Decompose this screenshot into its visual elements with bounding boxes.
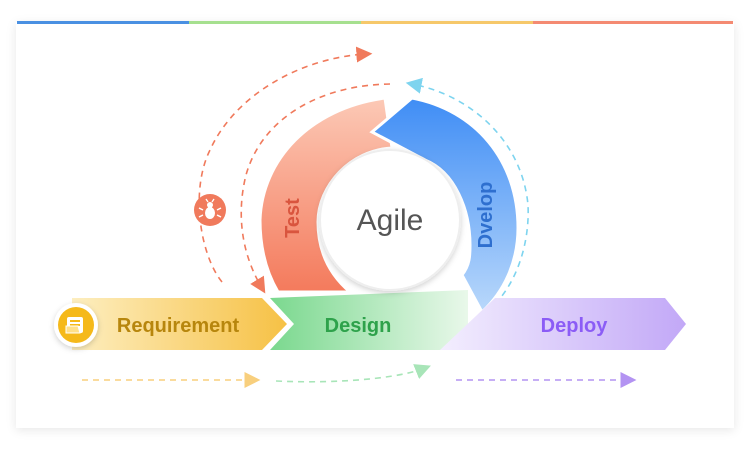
test-feedback-inner-arrow: [240, 83, 391, 294]
test-label: Test: [282, 198, 304, 238]
agile-center-circle: [319, 149, 461, 291]
deploy-arrow: [440, 298, 686, 350]
design-label: Design: [325, 315, 392, 337]
design-arrow: [270, 290, 468, 350]
dvelop-label: Dvelop: [475, 182, 497, 249]
develop-feedback-arrow: [405, 77, 529, 319]
agile-label: Agile: [357, 204, 424, 237]
folder-document-icon: [54, 303, 98, 347]
title-bar-segment-red: [533, 21, 733, 24]
requirement-arrow: [72, 298, 287, 350]
title-bar-segment-blue: [17, 21, 189, 24]
design-flow-arrow: [275, 364, 431, 383]
title-bar: [17, 21, 733, 24]
bug-icon: [194, 194, 226, 226]
requirement-label: Requirement: [117, 315, 240, 337]
deploy-label: Deploy: [541, 315, 609, 337]
title-bar-segment-green: [189, 21, 361, 24]
title-bar-segment-yellow: [361, 21, 533, 24]
